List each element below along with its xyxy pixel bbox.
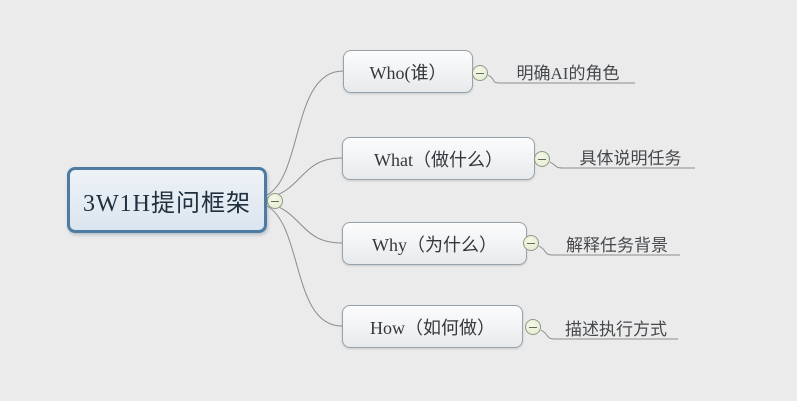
- minus-glyph: [271, 200, 279, 202]
- note-who[interactable]: 明确AI的角色: [516, 64, 620, 83]
- note-why[interactable]: 解释任务背景: [566, 236, 668, 255]
- collapse-minus-icon-what[interactable]: [534, 151, 550, 167]
- edge-what-to-note: [549, 161, 695, 169]
- edge-root-to-who: [266, 70, 344, 196]
- note-what[interactable]: 具体说明任务: [579, 149, 682, 168]
- node-root-topic[interactable]: 3W1H提问框架: [67, 167, 267, 233]
- note-how[interactable]: 描述执行方式: [565, 320, 667, 339]
- edge-root-to-what: [266, 157, 343, 199]
- collapse-minus-icon-who[interactable]: [472, 65, 488, 81]
- node-who[interactable]: Who(谁）: [343, 50, 473, 93]
- edge-root-to-how: [266, 205, 343, 327]
- edge-how-to-note: [540, 329, 678, 340]
- collapse-minus-icon-how[interactable]: [525, 319, 541, 335]
- minus-glyph: [529, 326, 537, 328]
- node-how[interactable]: How（如何做）: [342, 305, 523, 348]
- edge-why-to-note: [538, 245, 680, 256]
- edge-root-to-why: [266, 202, 343, 244]
- node-why[interactable]: Why（为什么）: [342, 222, 527, 265]
- minus-glyph: [476, 72, 484, 74]
- collapse-minus-icon-root[interactable]: [267, 193, 283, 209]
- edge-who-to-note: [487, 74, 635, 84]
- minus-glyph: [538, 158, 546, 160]
- node-what[interactable]: What（做什么）: [342, 137, 535, 180]
- collapse-minus-icon-why[interactable]: [523, 235, 539, 251]
- minus-glyph: [527, 242, 535, 244]
